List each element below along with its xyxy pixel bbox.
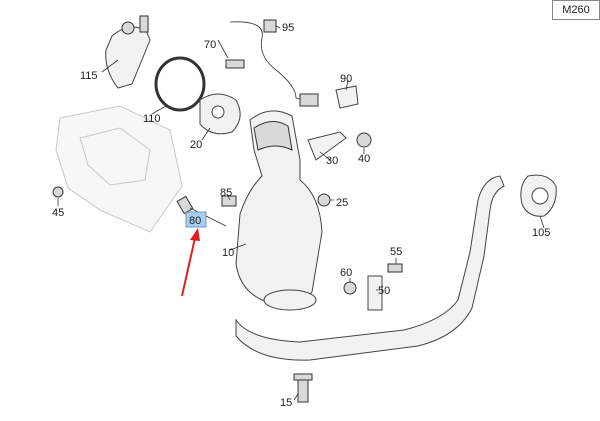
callout-20: 20	[190, 139, 202, 151]
callout-15: 15	[280, 397, 292, 409]
callout-30: 30	[326, 155, 338, 167]
callout-85: 85	[220, 187, 232, 199]
catalytic-converter-10[interactable]	[235, 110, 323, 311]
nut-40[interactable]	[356, 132, 372, 148]
leader-lines	[57, 25, 545, 401]
callout-40: 40	[358, 153, 370, 165]
bracket-30[interactable]	[307, 131, 347, 161]
callout-55: 55	[390, 246, 402, 258]
callout-70: 70	[204, 39, 216, 51]
clamp-115[interactable]	[105, 15, 151, 89]
bolt-45[interactable]	[52, 186, 64, 198]
callout-105: 105	[532, 227, 550, 239]
heat-shield-inner	[79, 127, 151, 186]
bolt-15[interactable]	[293, 373, 313, 403]
sensor-body-70[interactable]	[225, 59, 245, 69]
callout-60: 60	[340, 267, 352, 279]
callout-110: 110	[143, 113, 161, 125]
gasket-105[interactable]	[520, 174, 557, 217]
intermediate-pipe[interactable]	[235, 175, 505, 361]
sensor-cable-70[interactable]	[229, 21, 311, 103]
callout-95: 95	[282, 22, 294, 34]
callout-10: 10	[222, 247, 234, 259]
connector-95[interactable]	[263, 19, 277, 33]
nut-60[interactable]	[343, 281, 357, 295]
callout-50: 50	[378, 285, 390, 297]
gasket-110[interactable]	[154, 56, 206, 112]
callout-115: 115	[80, 70, 98, 82]
screw-55[interactable]	[387, 263, 403, 273]
callout-45: 45	[52, 207, 64, 219]
sensor-80[interactable]	[176, 195, 227, 227]
highlight-box-80	[185, 211, 207, 228]
callout-90: 90	[340, 73, 352, 85]
red-arrow	[181, 228, 200, 297]
nut-25[interactable]	[317, 193, 331, 207]
callout-80: 80	[189, 215, 201, 227]
callout-25: 25	[336, 197, 348, 209]
connector-90[interactable]	[299, 93, 319, 107]
sensor-85[interactable]	[221, 195, 237, 207]
bracket-90[interactable]	[335, 85, 359, 109]
pipe-bracket-50[interactable]	[367, 275, 383, 311]
gasket-20[interactable]	[199, 93, 241, 135]
